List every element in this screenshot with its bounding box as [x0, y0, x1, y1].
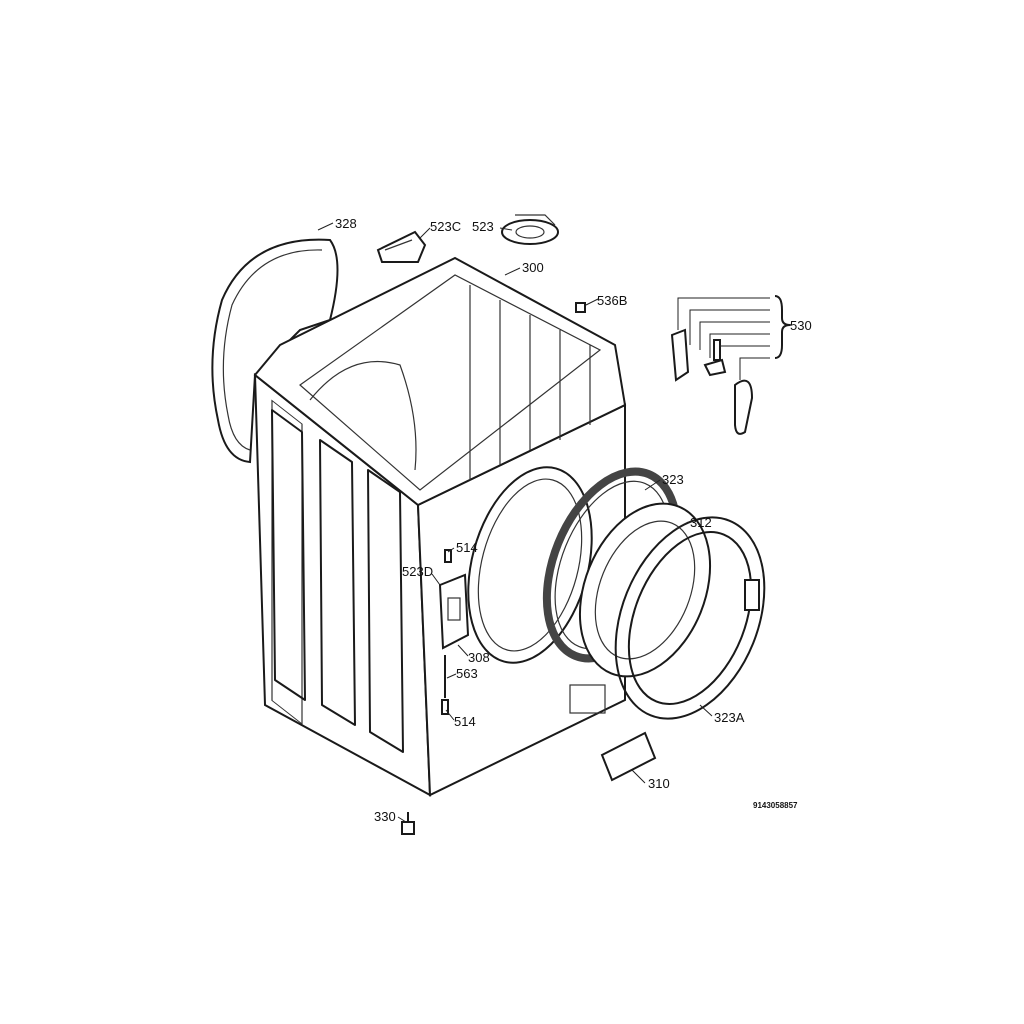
fitting-part-523[interactable]: [501, 214, 559, 245]
plug-part-536b[interactable]: [575, 302, 586, 313]
label-310: 310: [648, 776, 670, 791]
label-563: 563: [456, 666, 478, 681]
leader-lines: [317, 222, 713, 823]
fitting-part-523c[interactable]: [376, 230, 427, 263]
drawing-code: 9143058857: [753, 801, 798, 810]
label-308: 308: [468, 650, 490, 665]
door-ring-part-323a[interactable]: [588, 495, 793, 741]
label-323: 323: [662, 472, 684, 487]
label-523c: 523C: [430, 219, 461, 234]
screw-part-514-bottom[interactable]: [441, 699, 449, 715]
label-523d: 523D: [402, 564, 433, 579]
label-323a: 323A: [714, 710, 745, 725]
label-514-top: 514: [456, 540, 478, 555]
foot-part-330[interactable]: [401, 812, 415, 835]
screw-part-514-top[interactable]: [444, 549, 452, 563]
label-536b: 536B: [597, 293, 627, 308]
label-523: 523: [472, 219, 494, 234]
label-328: 328: [335, 216, 357, 231]
door-glass-part-312[interactable]: [556, 484, 735, 696]
latch-assembly-part-530[interactable]: [670, 295, 791, 435]
label-300: 300: [522, 260, 544, 275]
label-530: 530: [790, 318, 812, 333]
label-330: 330: [374, 809, 396, 824]
label-514-bottom: 514: [454, 714, 476, 729]
filter-cover-part-310[interactable]: [600, 731, 657, 782]
label-312: 312: [690, 515, 712, 530]
hinge-part-308[interactable]: [438, 573, 470, 650]
cabinet-part-300[interactable]: [253, 256, 627, 797]
